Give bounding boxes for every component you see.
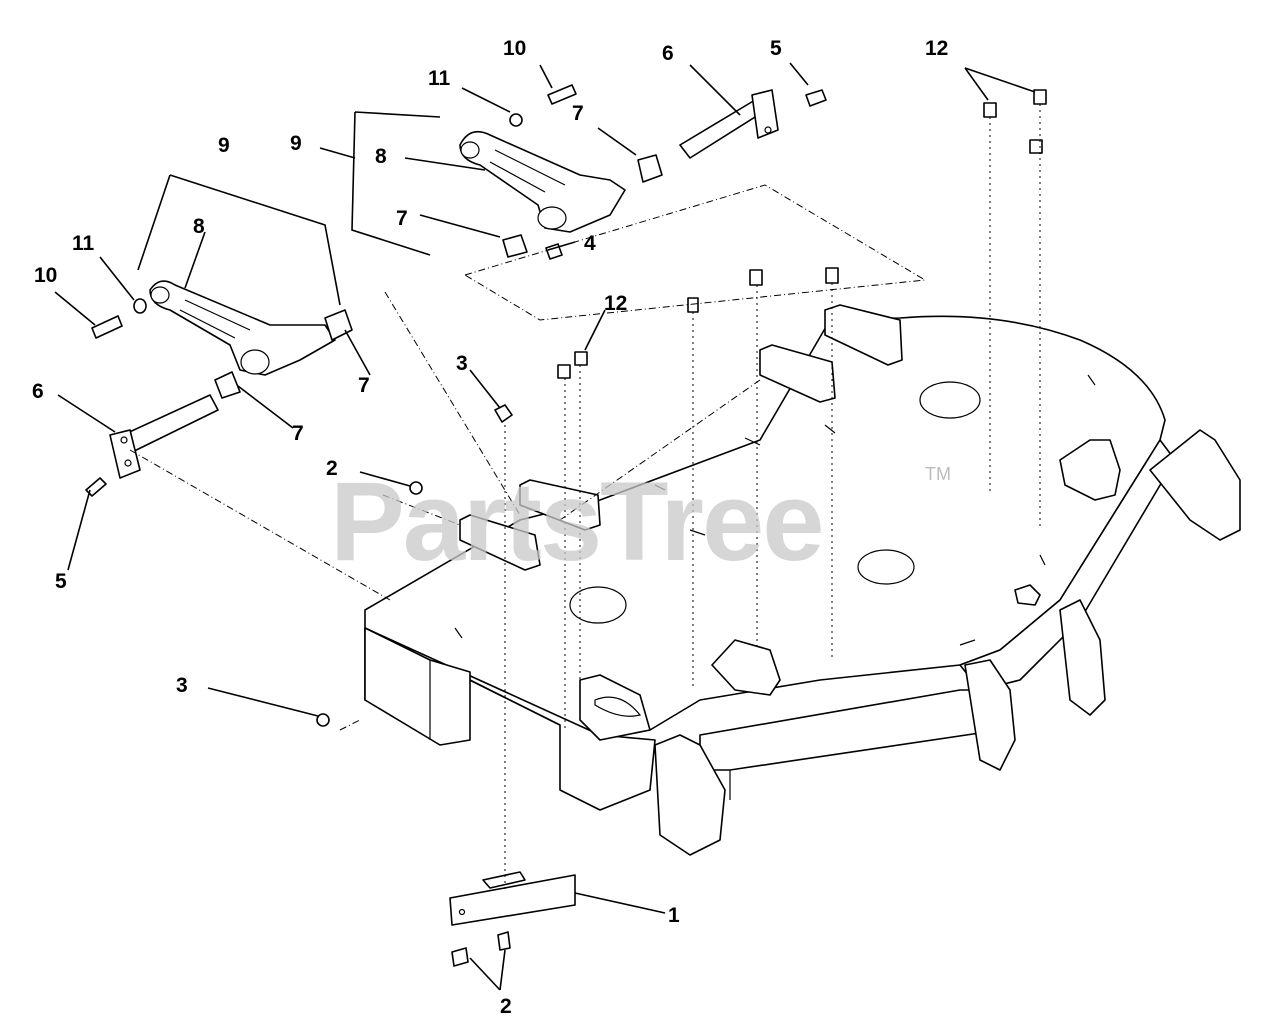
bolt-baffle-left <box>451 947 469 967</box>
bushing-left-upper <box>324 309 353 341</box>
watermark: PartsTree <box>330 459 823 584</box>
bolt-right-arm <box>547 84 577 105</box>
hardware <box>316 89 1047 967</box>
callout-2-mid: 2 <box>326 457 338 480</box>
callout-3-lower: 3 <box>176 674 188 697</box>
callout-10-top: 10 <box>503 37 526 60</box>
callout-3-top: 3 <box>456 352 468 375</box>
washer-right-arm <box>509 113 523 127</box>
center-bracket <box>711 639 781 696</box>
callout-5-left: 5 <box>55 570 67 593</box>
callout-4: 4 <box>584 232 596 255</box>
callout-10-left: 10 <box>34 264 57 287</box>
bushing-left-lower <box>214 371 241 399</box>
bolt-v2 <box>574 351 588 366</box>
trademark-symbol: TM <box>925 464 951 484</box>
rear-lift-bracket-left <box>459 514 541 571</box>
nut-rear <box>409 481 423 495</box>
callout-7-mid: 7 <box>396 207 408 230</box>
bolt-v7 <box>1033 89 1047 105</box>
front-bracket-left <box>654 734 726 856</box>
side-bracket-upper <box>1059 439 1121 501</box>
callout-labels: 10 6 5 12 11 7 9 9 8 7 8 4 11 10 12 3 7 … <box>32 37 948 1018</box>
callout-6-top: 6 <box>662 42 674 65</box>
bushing-right-lower <box>502 234 528 258</box>
bolt-left-pin <box>85 477 107 497</box>
deck-front-rail <box>699 689 1001 771</box>
spindle-opening-center <box>857 549 915 585</box>
callout-7-right: 7 <box>358 374 370 397</box>
spindle-opening-right <box>919 381 981 419</box>
hanger-arm-right-assembly <box>459 84 827 260</box>
baffle-plate <box>449 874 576 926</box>
callout-9-top: 9 <box>290 132 302 155</box>
callout-8-top: 8 <box>375 145 387 168</box>
nut-top <box>494 404 513 423</box>
callout-5-top: 5 <box>770 37 782 60</box>
bolt-v3 <box>687 297 699 313</box>
callout-11-top: 11 <box>428 67 451 90</box>
spindle-opening-left <box>569 586 627 624</box>
callout-8-left: 8 <box>193 215 205 238</box>
front-bracket-mid <box>964 659 1016 771</box>
assembly-centerlines <box>129 104 1041 890</box>
bolt-v5 <box>825 267 839 284</box>
nut-front-left <box>316 713 330 727</box>
pivot-pin-right <box>679 99 764 159</box>
callout-11-left: 11 <box>72 232 95 255</box>
callout-1: 1 <box>668 904 680 927</box>
rear-lift-bracket-top-left <box>759 344 836 403</box>
bolt-v8 <box>1029 139 1043 154</box>
callout-12-mid: 12 <box>604 292 627 315</box>
deck-access-plate <box>1014 584 1041 606</box>
callout-12-top: 12 <box>925 37 948 60</box>
bushing-right-upper <box>637 154 663 183</box>
rear-lift-bracket-top-right <box>824 304 903 366</box>
callout-7-top: 7 <box>572 102 584 125</box>
front-bracket-right <box>1059 599 1106 716</box>
callout-2-bottom: 2 <box>500 995 512 1018</box>
bolt-v6 <box>983 102 997 118</box>
pivot-plate-right <box>751 89 779 139</box>
leader-lines <box>54 62 1036 991</box>
callout-9-left: 9 <box>218 134 230 157</box>
bolt-v1 <box>557 364 571 379</box>
hanger-arm-left-assembly <box>85 280 353 497</box>
bolt-v4 <box>749 269 763 286</box>
bolt-right-pin <box>805 89 827 107</box>
washer-left-arm <box>133 298 147 314</box>
bolt-baffle-right <box>497 931 511 951</box>
bolt-left-arm <box>91 315 123 339</box>
side-bracket-right <box>1149 429 1241 541</box>
callout-6-left: 6 <box>32 380 44 403</box>
pivot-plate-left <box>109 429 141 479</box>
callout-7-lower: 7 <box>292 422 304 445</box>
